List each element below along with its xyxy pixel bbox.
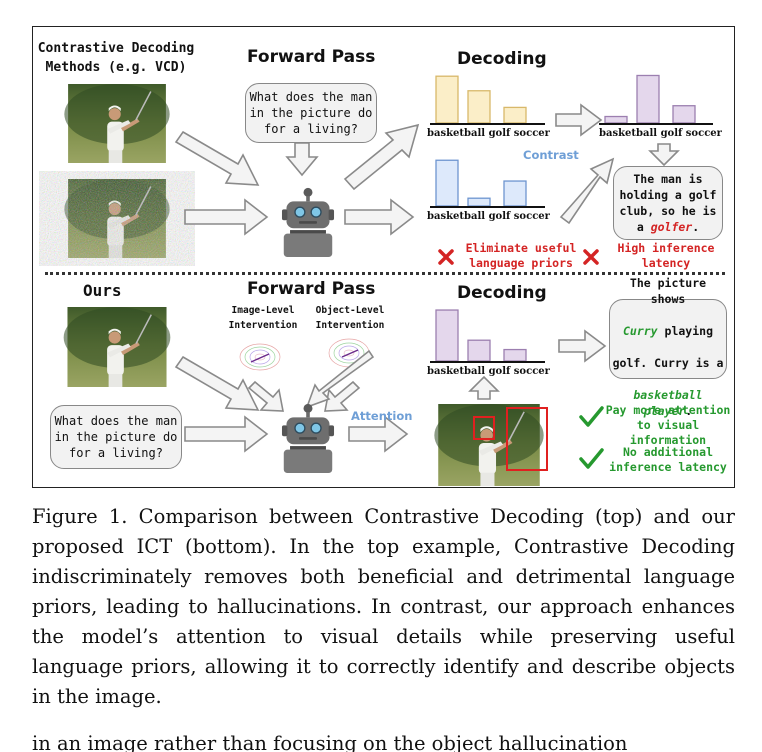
- bar-soccer: [503, 348, 527, 362]
- answer-text-top: The man is holding a golf club, so he is…: [619, 172, 717, 234]
- answer-line-1: The picture shows: [629, 276, 707, 306]
- bar-chart-contrast-result: [604, 74, 696, 124]
- bar-soccer: [503, 180, 527, 207]
- figure-1: Contrastive Decoding Methods (e.g. VCD) …: [32, 26, 735, 488]
- bar-chart-noisy: [435, 159, 527, 207]
- issue-priors: Eliminate useful language priors: [465, 241, 577, 270]
- arrows-top: [174, 103, 680, 236]
- figure-graphics: [52, 74, 713, 486]
- bar-soccer: [672, 105, 696, 124]
- attention-label: Attention: [351, 409, 413, 423]
- answer-highlight-top: golfer: [650, 220, 693, 234]
- figure-caption: Figure 1. Comparison between Contrastive…: [32, 505, 735, 708]
- bar-basketball: [435, 159, 459, 207]
- bar-chart-ours-result: [435, 309, 527, 362]
- x-icon-1: [438, 249, 454, 265]
- green-check-marks: [579, 406, 604, 469]
- bar-axis-label-orig: basketball golf soccer: [427, 128, 550, 139]
- decoding-title-top: Decoding: [457, 49, 547, 69]
- golfer-photo-original: [63, 84, 171, 163]
- forward-pass-title-bottom: Forward Pass: [247, 279, 376, 299]
- bar-golf: [467, 90, 491, 124]
- head-bbox: [473, 416, 495, 440]
- bar-axis-label-noisy: basketball golf soccer: [427, 211, 550, 222]
- answer-period-bottom: .: [685, 404, 693, 418]
- question-bubble-bottom: What does the man in the picture do for …: [50, 405, 182, 469]
- bar-golf: [467, 339, 491, 362]
- club-bbox: [506, 407, 548, 471]
- answer-highlight-basketball: basketball player: [633, 388, 703, 418]
- answer-bubble-top: The man is holding a golf club, so he is…: [613, 166, 723, 240]
- methods-label: Contrastive Decoding Methods (e.g. VCD): [37, 41, 195, 75]
- answer-bubble-bottom: The picture shows Curry playing golf. Cu…: [609, 276, 727, 418]
- bar-golf: [636, 74, 660, 124]
- bar-chart-original: [435, 75, 527, 124]
- x-icon-2: [583, 249, 599, 265]
- robot-bottom: [281, 403, 335, 473]
- decoding-title-bottom: Decoding: [457, 283, 547, 303]
- question-text-top: What does the man in the picture do for …: [249, 90, 373, 136]
- check-icon-2: [579, 448, 604, 469]
- object-level-label: Object-Level Intervention: [315, 305, 385, 331]
- bar-soccer: [503, 106, 527, 124]
- bar-basketball: [435, 309, 459, 362]
- benefit-latency: No additional inference latency: [609, 445, 727, 474]
- golfer-photo-noisy: [52, 179, 182, 258]
- robot-top: [281, 187, 335, 257]
- answer-line-2: playing: [657, 324, 713, 338]
- forward-pass-title-top: Forward Pass: [247, 47, 376, 67]
- ours-label: Ours: [83, 281, 122, 300]
- bar-basketball: [604, 115, 628, 124]
- image-level-heatmap: [239, 343, 281, 371]
- answer-line-3: golf. Curry is a: [612, 356, 724, 370]
- question-text-bottom: What does the man in the picture do for …: [54, 414, 178, 460]
- bar-golf: [467, 197, 491, 207]
- contrast-label: Contrast: [523, 148, 579, 162]
- check-icon-1: [579, 406, 604, 427]
- golfer-photo-ours: [62, 307, 172, 387]
- golfer-photo-attention: [433, 404, 548, 486]
- bar-basketball: [435, 75, 459, 124]
- arrows-bottom: [174, 329, 607, 453]
- bar-axis-label-result-top: basketball golf soccer: [599, 128, 722, 139]
- benefit-attention: Pay more attention to visual information: [605, 403, 731, 447]
- bar-axis-label-result-bottom: basketball golf soccer: [427, 366, 550, 377]
- red-x-marks: [438, 249, 599, 265]
- next-paragraph-fragment: in an image rather than focusing on the …: [32, 732, 628, 752]
- answer-highlight-curry: Curry: [622, 324, 658, 338]
- question-bubble-top: What does the man in the picture do for …: [245, 83, 377, 143]
- section-divider: [45, 272, 725, 275]
- answer-period-top: .: [692, 220, 700, 234]
- image-level-label: Image-Level Intervention: [228, 305, 298, 331]
- issue-latency: High inference latency: [617, 241, 715, 270]
